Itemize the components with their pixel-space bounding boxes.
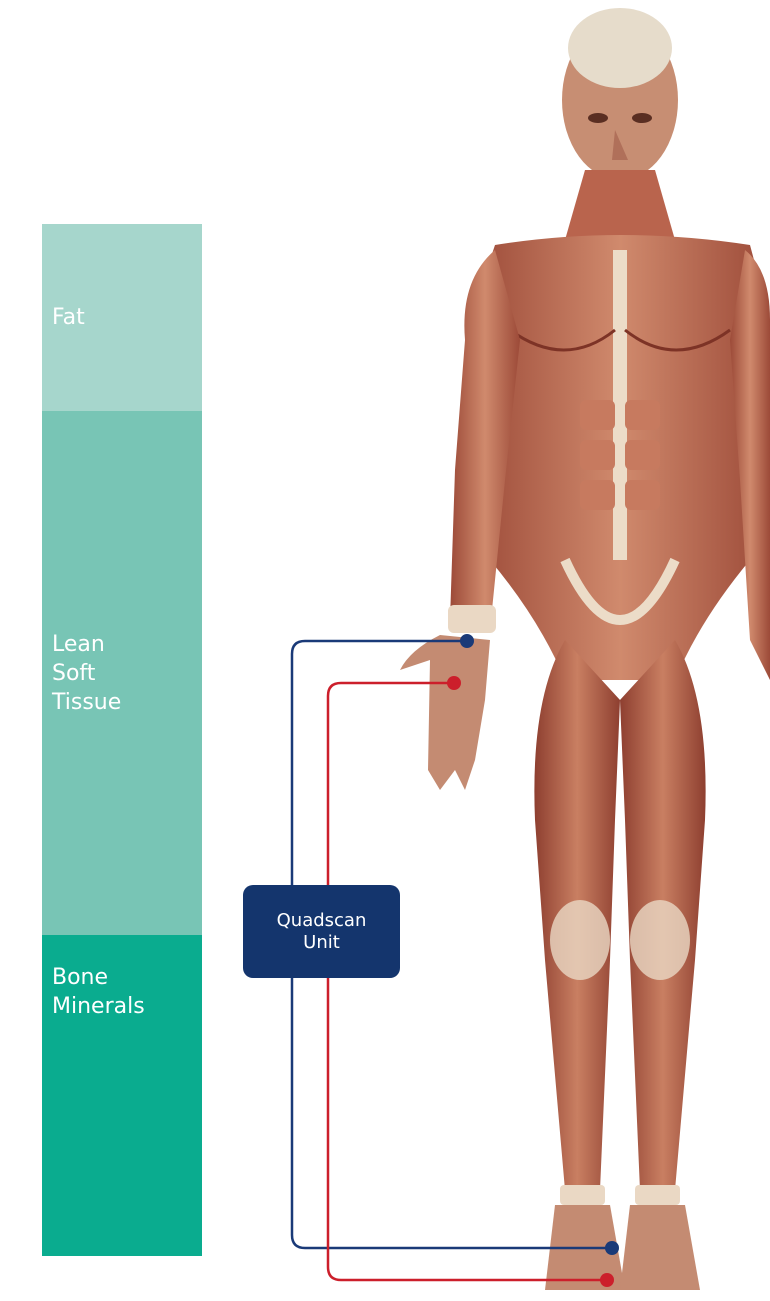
hand-red-electrode xyxy=(447,676,461,690)
red-wire xyxy=(328,683,607,1280)
wrist-blue-electrode xyxy=(460,634,474,648)
quadscan-unit-label: Quadscan Unit xyxy=(277,910,367,954)
ankle-blue-electrode xyxy=(605,1241,619,1255)
foot-red-electrode xyxy=(600,1273,614,1287)
quadscan-unit-box: Quadscan Unit xyxy=(243,885,400,978)
